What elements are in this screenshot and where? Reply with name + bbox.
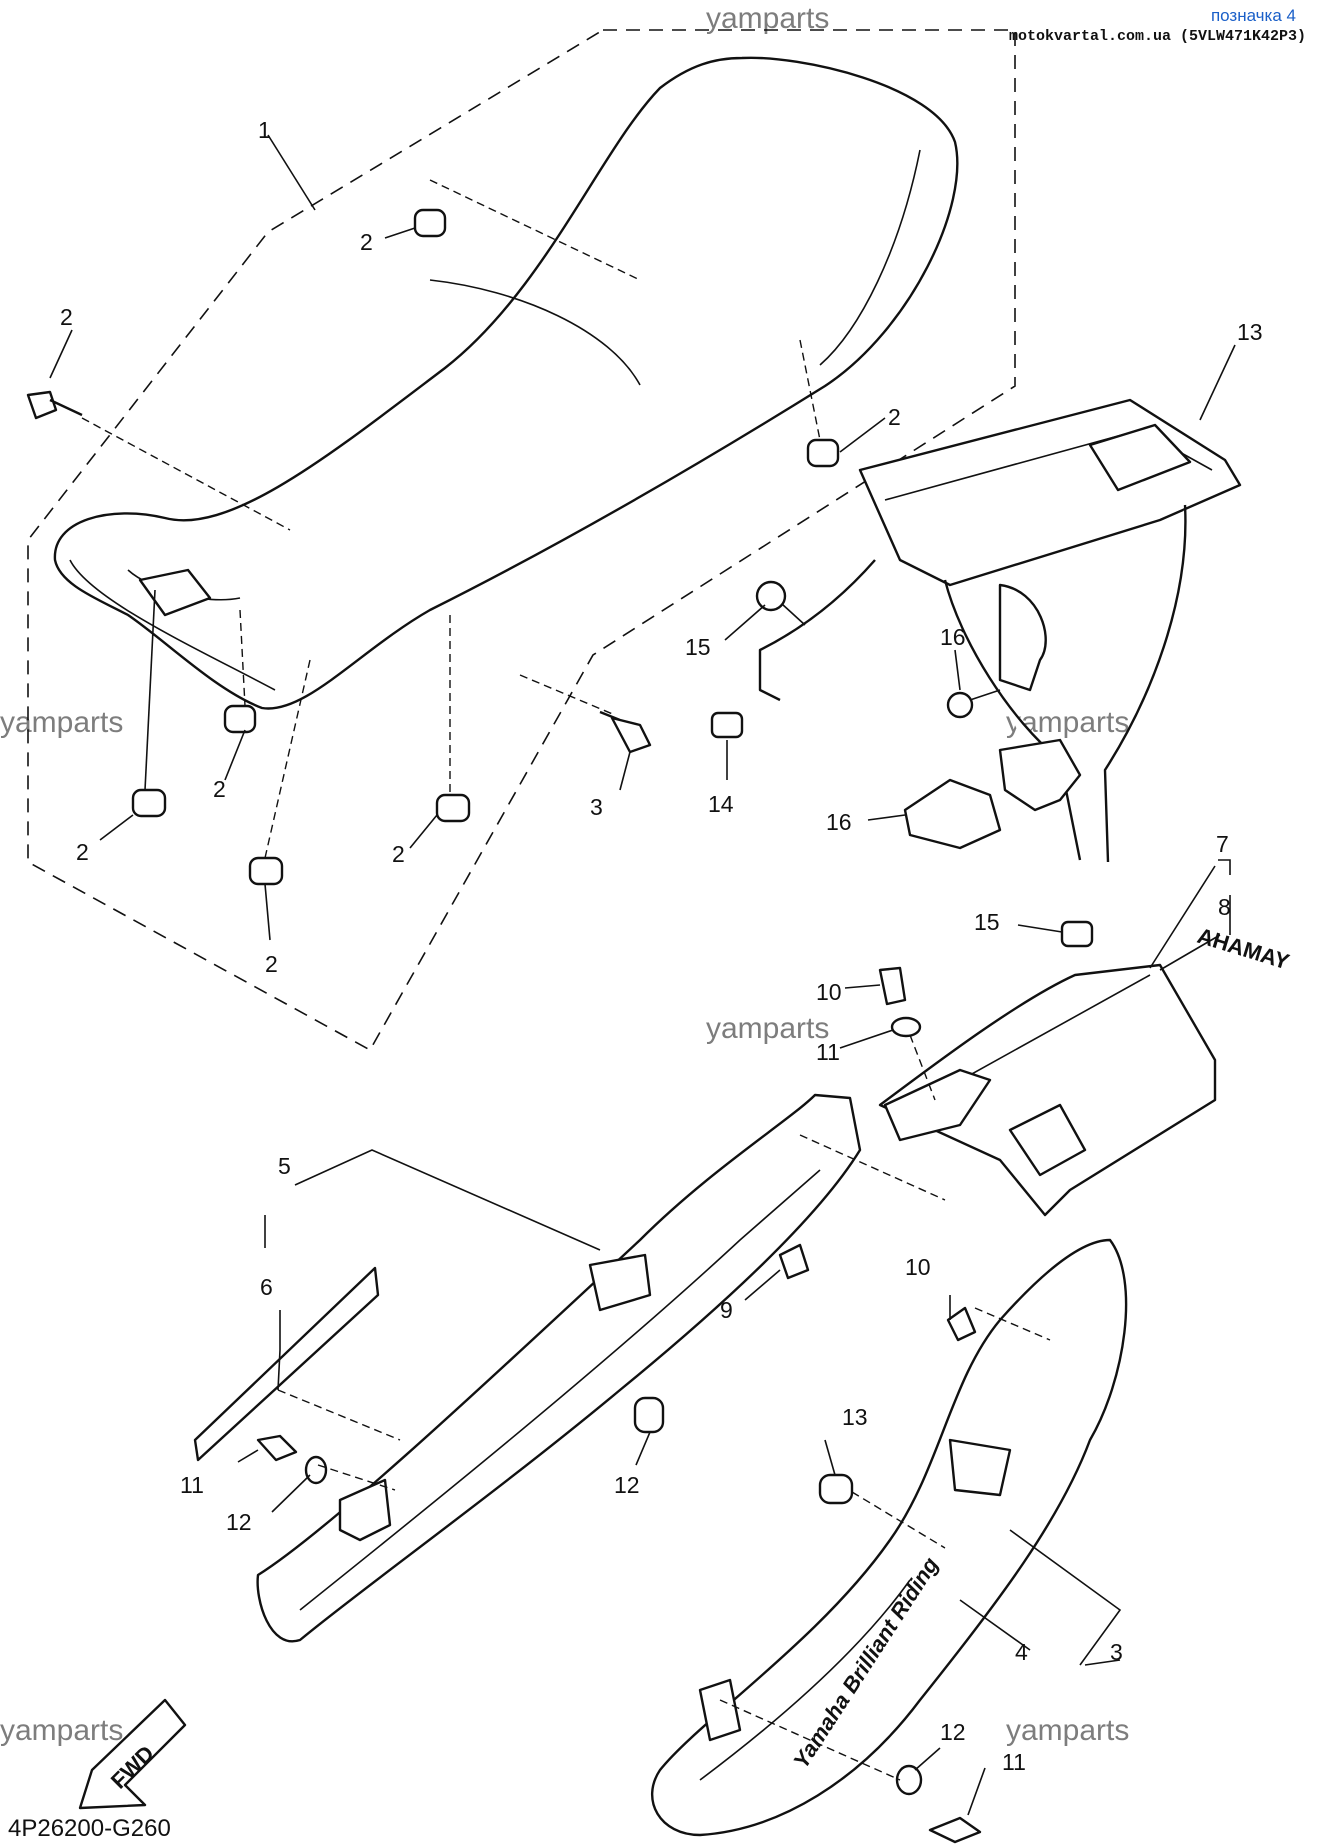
seat-group-boundary (27, 29, 1016, 1052)
bolt (26, 390, 83, 420)
callout-number: 12 (614, 1472, 640, 1498)
callout-number: 3 (590, 794, 603, 820)
callout-number: 9 (720, 1297, 733, 1323)
side-cover-left (193, 1093, 862, 1643)
watermark: yamparts (1006, 1714, 1129, 1747)
callout-number: 10 (905, 1254, 931, 1280)
callout-number: 11 (816, 1039, 840, 1065)
screw (256, 1434, 298, 1462)
callout-number: 13 (1237, 319, 1263, 345)
grommet (248, 856, 284, 886)
callout-number: 5 (278, 1153, 291, 1179)
callout-number: 12 (940, 1719, 966, 1745)
screw (778, 1243, 810, 1280)
callout-number: 7 (1216, 831, 1229, 857)
callout-number: 11 (1002, 1749, 1026, 1775)
grommet (633, 1396, 665, 1434)
watermark: yamparts (0, 1714, 123, 1747)
screw (946, 1306, 977, 1342)
callout-number: 2 (60, 304, 73, 330)
callout-number: 2 (888, 404, 901, 430)
callout-number: 10 (816, 979, 842, 1005)
bracket (903, 778, 1002, 850)
clip (710, 711, 744, 739)
watermark: yamparts (0, 706, 123, 739)
decal-text-emblem: AHAMAY (1195, 923, 1293, 975)
washer (304, 1455, 328, 1485)
callout-number: 2 (76, 839, 89, 865)
side-cover-right (650, 1238, 1128, 1837)
clip (1060, 920, 1094, 948)
header-site-code: motokvartal.com.ua (5VLW471K42P3) (1008, 28, 1306, 45)
callout-number: 15 (974, 909, 1000, 935)
bolt (946, 691, 974, 719)
callouts: 1 2 2 2 2 2 2 2 3 3 4 5 6 7 8 9 10 10 11… (60, 117, 1263, 1775)
callout-number: 16 (940, 624, 966, 650)
grommet (413, 208, 447, 238)
seat (53, 56, 959, 710)
callout-number: 4 (1015, 1639, 1028, 1665)
callout-number: 2 (265, 951, 278, 977)
grommet (818, 1473, 854, 1505)
callout-number: 12 (226, 1509, 252, 1535)
decal-strip (193, 1266, 380, 1462)
grommet (131, 788, 167, 818)
callout-number: 14 (708, 791, 734, 817)
washer (890, 1016, 922, 1038)
rear-cover (878, 963, 1217, 1217)
washer (895, 1764, 923, 1796)
screw (878, 966, 907, 1006)
grommet (806, 438, 840, 468)
hardware (26, 208, 1094, 1844)
grommet (435, 793, 471, 823)
callout-number: 2 (360, 229, 373, 255)
grommet (223, 704, 257, 734)
callout-number: 6 (260, 1274, 273, 1300)
bolt (599, 710, 652, 754)
callout-number: 13 (842, 1404, 868, 1430)
callout-number: 8 (1218, 894, 1231, 920)
callout-number: 11 (180, 1472, 204, 1498)
leader-lines (49, 134, 1236, 1816)
callout-number: 3 (1110, 1639, 1123, 1665)
watermark: yamparts (706, 1012, 829, 1045)
part-code: 4P26200-G260 (8, 1815, 171, 1842)
grab-bar (758, 398, 1242, 863)
header-title: позначка 4 (1210, 6, 1296, 25)
screw (928, 1816, 982, 1844)
bolt (755, 580, 787, 612)
callout-number: 16 (826, 809, 852, 835)
callout-number: 15 (685, 634, 711, 660)
callout-number: 1 (258, 117, 271, 143)
callout-number: 2 (213, 776, 226, 802)
callout-number: 2 (392, 841, 405, 867)
